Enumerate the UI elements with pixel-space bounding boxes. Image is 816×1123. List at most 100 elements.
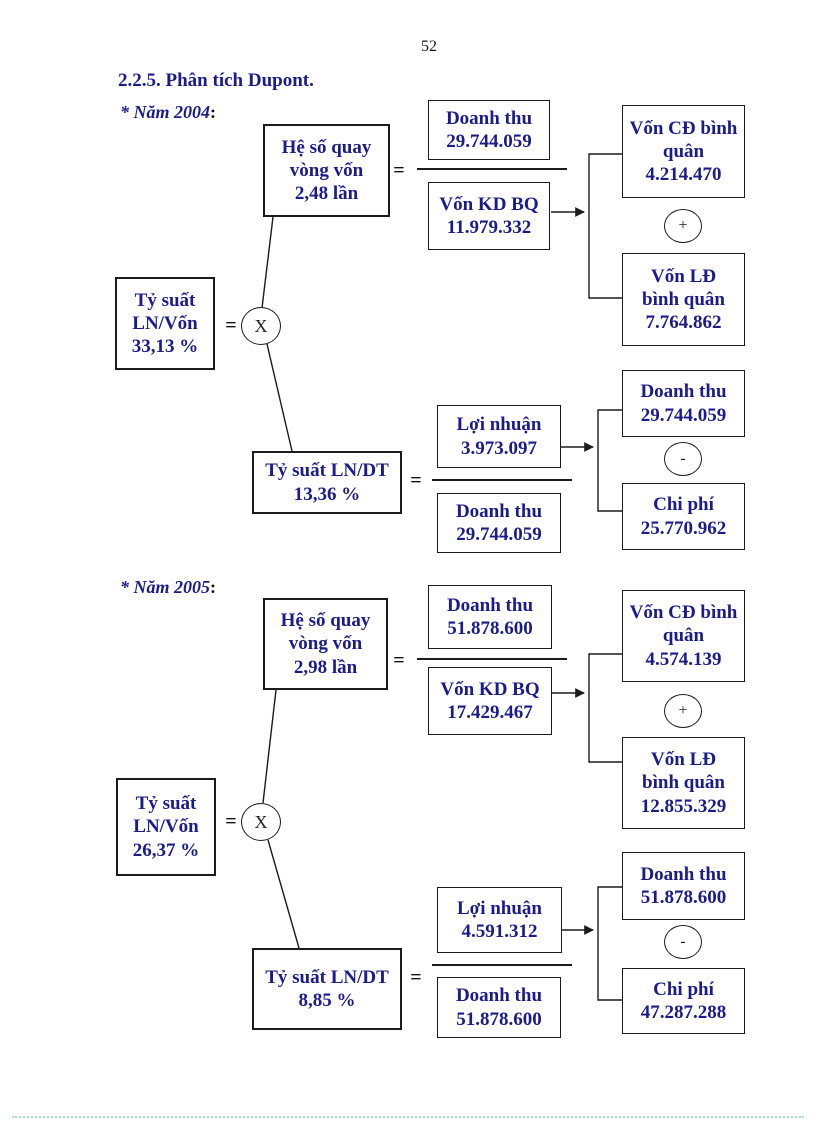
box-line: 51.878.600 [640, 887, 727, 908]
box-line: Tỷ suất [135, 793, 197, 815]
box-line: vòng vốn [288, 633, 363, 655]
box-line: 2,48 lần [294, 183, 359, 205]
bracket [597, 886, 622, 1001]
multiply-glyph: X [254, 315, 268, 336]
margin-box-2004: Tỷ suất LN/DT 13,36 % [252, 451, 402, 514]
year-label-2004: * Năm 2004: [120, 102, 216, 123]
year-label-text: * Năm 2004 [120, 102, 210, 122]
box-line: LN/Vốn [132, 312, 198, 334]
box-line: Vốn CĐ bình [629, 602, 738, 624]
box-line: 2,98 lần [293, 656, 358, 678]
minus-operator-2005: - [664, 925, 702, 959]
page-number: 52 [421, 38, 437, 55]
box-line: quân [662, 140, 705, 162]
box-line: 8,85 % [298, 990, 356, 1011]
bracket [588, 653, 622, 763]
cost-box-2004: Chi phí 25.770.962 [622, 483, 745, 550]
equals-sign: = [393, 649, 405, 672]
box-line: Doanh thu [446, 594, 534, 616]
box-line: 47.287.288 [640, 1002, 727, 1023]
box-line: Tỷ suất LN/DT [265, 460, 389, 482]
revenue-top-box-2004: Doanh thu 29.744.059 [428, 100, 550, 160]
multiply-link-top [262, 689, 277, 804]
year-label-2005: * Năm 2005: [120, 577, 216, 598]
plus-glyph: + [678, 217, 688, 234]
equals-sign: = [410, 469, 422, 492]
minus-glyph: - [680, 450, 686, 467]
box-line: Vốn KD BQ [440, 678, 540, 700]
revenue-top-box-2005: Doanh thu 51.878.600 [428, 585, 552, 649]
roi-box-2005: Tỷ suất LN/Vốn 26,37 % [116, 778, 216, 876]
multiply-link-top [261, 216, 274, 309]
working-capital-box-2004: Vốn LĐ bình quân 7.764.862 [622, 253, 745, 346]
box-line: 51.878.600 [456, 1008, 542, 1030]
box-line: LN/Vốn [133, 816, 199, 838]
profit-box-2005: Lợi nhuận 4.591.312 [437, 887, 562, 953]
box-line: 7.764.862 [645, 312, 722, 334]
minus-operator-2004: - [664, 442, 702, 476]
box-line: 25.770.962 [640, 517, 727, 539]
box-line: 33,13 % [131, 336, 199, 358]
turnover-box-2004: Hệ số quay vòng vốn 2,48 lần [263, 124, 390, 217]
box-line: 4.574.139 [645, 648, 722, 670]
box-line: 26,37 % [132, 839, 200, 861]
fixed-capital-box-2004: Vốn CĐ bình quân 4.214.470 [622, 105, 745, 198]
roi-box-2004: Tỷ suất LN/Vốn 33,13 % [115, 277, 215, 370]
bottom-dotted-divider [12, 1116, 804, 1118]
box-line: Lợi nhuận [457, 897, 542, 919]
fixed-capital-box-2005: Vốn CĐ bình quân 4.574.139 [622, 590, 745, 682]
box-line: 29.744.059 [446, 131, 532, 152]
multiply-operator-2004: X [241, 307, 281, 345]
box-line: 12.855.329 [640, 795, 727, 817]
box-line: Vốn CĐ bình [629, 117, 738, 139]
box-line: bình quân [642, 288, 725, 310]
box-line: quân [662, 625, 705, 647]
box-line: vòng vốn [289, 159, 364, 181]
plus-operator-2004: + [664, 209, 702, 243]
box-line: Hệ số quay [281, 136, 372, 158]
capital-bq-box-2005: Vốn KD BQ 17.429.467 [428, 667, 552, 735]
year-label-colon: : [210, 102, 216, 122]
box-line: 29.744.059 [640, 404, 727, 426]
multiply-glyph: X [254, 811, 268, 832]
box-line: Doanh thu [640, 381, 727, 403]
year-label-colon: : [210, 577, 216, 597]
box-line: 51.878.600 [447, 618, 533, 639]
box-line: Hệ số quay [280, 610, 371, 632]
box-line: Chi phí [653, 978, 714, 1000]
bracket [597, 409, 622, 512]
box-line: Tỷ suất [134, 289, 196, 311]
equals-sign: = [410, 966, 422, 989]
multiply-operator-2005: X [241, 803, 281, 841]
box-line: Doanh thu [445, 107, 533, 129]
cost-box-2005: Chi phí 47.287.288 [622, 968, 745, 1034]
minus-glyph: - [680, 933, 686, 950]
box-line: Lợi nhuận [456, 414, 542, 436]
equals-sign: = [393, 159, 405, 182]
section-heading: 2.2.5. Phân tích Dupont. [118, 70, 314, 91]
plus-glyph: + [678, 702, 688, 719]
revenue-right-box-2005: Doanh thu 51.878.600 [622, 852, 745, 920]
box-line: 17.429.467 [447, 702, 533, 723]
multiply-link-bottom [266, 343, 293, 452]
capital-bq-box-2004: Vốn KD BQ 11.979.332 [428, 182, 550, 250]
box-line: Vốn KD BQ [439, 193, 539, 215]
box-line: Vốn LĐ [651, 265, 716, 287]
revenue-right-box-2004: Doanh thu 29.744.059 [622, 370, 745, 437]
box-line: 11.979.332 [446, 217, 532, 238]
box-line: Doanh thu [455, 985, 543, 1007]
box-line: 3.973.097 [461, 437, 537, 459]
box-line: Tỷ suất LN/DT [265, 966, 389, 988]
box-line: bình quân [642, 772, 725, 794]
bracket [588, 153, 622, 299]
box-line: 4.591.312 [461, 921, 538, 942]
box-line: Chi phí [653, 494, 714, 516]
box-line: Doanh thu [640, 863, 727, 885]
box-line: 13,36 % [293, 483, 361, 505]
box-line: Doanh thu [455, 500, 543, 522]
turnover-box-2005: Hệ số quay vòng vốn 2,98 lần [263, 598, 388, 690]
year-label-text: * Năm 2005 [120, 577, 210, 597]
equals-sign: = [225, 810, 237, 833]
margin-box-2005: Tỷ suất LN/DT 8,85 % [252, 948, 402, 1030]
